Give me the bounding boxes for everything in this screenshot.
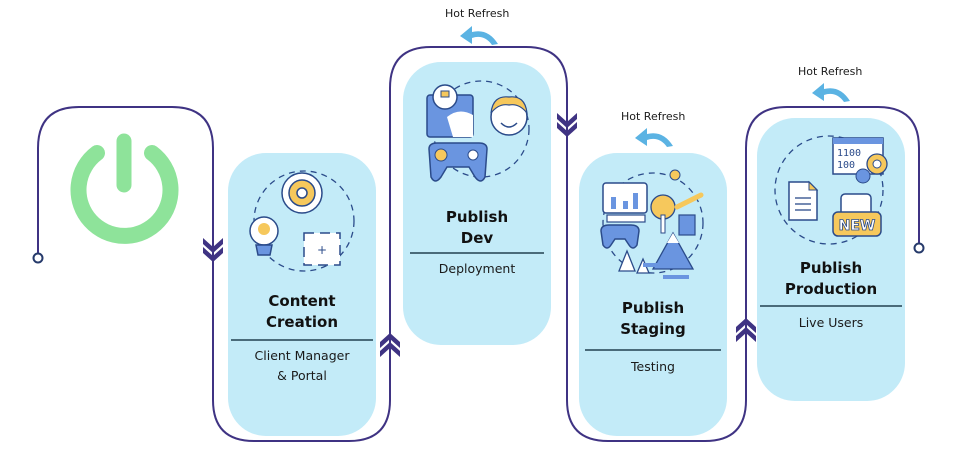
track-end-node xyxy=(913,242,925,254)
stage-title-line: Content xyxy=(268,292,336,310)
stage-subtitle: Client Manager & Portal xyxy=(228,346,376,386)
stage-title-line: Production xyxy=(784,280,878,298)
stage-title-line: Publish xyxy=(799,259,863,277)
new-release-illustration: 1100 100 NEW xyxy=(774,135,888,245)
svg-text:+: + xyxy=(317,243,327,257)
stage-title-line: Dev xyxy=(460,229,494,247)
stage-subtitle: Live Users xyxy=(757,313,905,333)
power-icon xyxy=(70,133,179,244)
stage-divider xyxy=(585,349,721,351)
stage-title: Publish Dev xyxy=(403,207,551,249)
game-design-illustration xyxy=(600,169,704,279)
idea-gear-illustration: + xyxy=(249,170,355,272)
new-badge: NEW xyxy=(839,218,876,234)
code-line: 1100 xyxy=(837,148,861,159)
stage-card-publish-production: 1100 100 NEW Publish Production Live Use… xyxy=(757,118,905,401)
stage-card-content-creation: + Content Creation Client Manager & Port… xyxy=(228,153,376,436)
stage-title: Content Creation xyxy=(228,291,376,333)
stage-card-publish-dev: Publish Dev Deployment xyxy=(403,62,551,345)
chevron-down-icon xyxy=(203,238,223,262)
stage-subtitle-line: Deployment xyxy=(438,261,516,276)
track-start-node xyxy=(32,252,44,264)
stage-card-publish-staging: Publish Staging Testing xyxy=(579,153,727,436)
track-line xyxy=(37,46,920,442)
hot-refresh-label: Hot Refresh xyxy=(621,110,686,123)
chevron-down-icon xyxy=(557,113,577,137)
refresh-arrow-icon xyxy=(460,26,498,45)
stage-subtitle-line: Client Manager xyxy=(254,348,350,363)
stage-title-line: Publish xyxy=(445,208,509,226)
stage-title: Publish Staging xyxy=(579,298,727,340)
stage-title-line: Creation xyxy=(266,313,338,331)
stage-subtitle-line: Testing xyxy=(631,359,675,374)
stage-subtitle: Deployment xyxy=(403,259,551,279)
stage-title-line: Publish xyxy=(621,299,685,317)
stage-divider xyxy=(231,339,373,341)
hot-refresh-label: Hot Refresh xyxy=(445,7,510,20)
refresh-arrow-icon xyxy=(812,83,850,102)
stage-subtitle: Testing xyxy=(579,357,727,377)
refresh-arrow-icon xyxy=(635,128,673,147)
code-line: 100 xyxy=(837,160,855,171)
stage-divider xyxy=(760,305,902,307)
chevron-up-icon xyxy=(380,333,400,357)
stage-subtitle-line: Live Users xyxy=(798,315,864,330)
game-dev-illustration xyxy=(426,80,530,182)
stage-title-line: Staging xyxy=(620,320,686,338)
stage-divider xyxy=(410,252,544,254)
hot-refresh-label: Hot Refresh xyxy=(798,65,863,78)
stage-subtitle-line: & Portal xyxy=(277,368,327,383)
stage-title: Publish Production xyxy=(757,258,905,300)
chevron-up-icon xyxy=(736,318,756,342)
